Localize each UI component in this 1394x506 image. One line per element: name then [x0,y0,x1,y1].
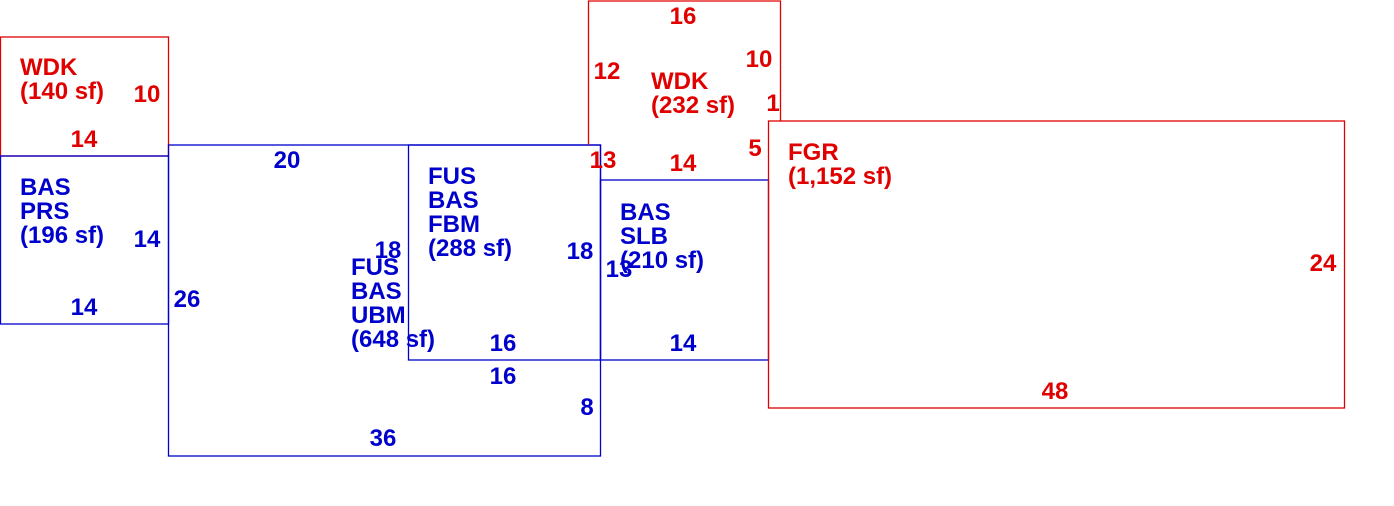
wdk-north-label: WDK (232 sf) [651,68,735,119]
dimension-label: 14 [670,150,697,177]
dimension-label: 10 [746,46,773,73]
fus-bas-fbm-label: FUS BAS FBM (288 sf) [428,163,512,262]
dimension-label: 5 [748,135,761,162]
dimension-label: 16 [490,363,517,390]
wdk-west-label: WDK (140 sf) [20,54,104,105]
dimension-label: 48 [1042,378,1069,405]
wdk-north-outline [587,0,782,145]
fgr-label: FGR (1,152 sf) [788,139,892,190]
fus-bas-ubm-label: FUS BAS UBM (648 sf) [351,254,435,353]
dimension-label: 18 [375,237,402,264]
dimension-label: 16 [670,3,697,30]
dimension-label: 14 [134,226,161,253]
dimension-label: 8 [580,394,593,421]
dimension-label: 18 [567,238,594,265]
dimension-label: 20 [274,147,301,174]
dimension-label: 14 [670,330,697,357]
dimension-label: 13 [590,147,617,174]
dimension-label: 14 [71,294,98,321]
dimension-label: 14 [71,126,98,153]
bas-prs-label: BAS PRS (196 sf) [20,174,104,249]
dimension-label: 26 [174,286,201,313]
dimension-label: 1 [766,90,779,117]
dimension-label: 10 [134,81,161,108]
dimension-label: 36 [370,425,397,452]
dimension-label: 13 [606,256,633,283]
bas-slb-label: BAS SLB (210 sf) [620,199,704,274]
dimension-label: 16 [490,330,517,357]
fgr-outline [767,120,1346,409]
dimension-label: 24 [1310,250,1337,277]
dimension-label: 12 [594,58,621,85]
